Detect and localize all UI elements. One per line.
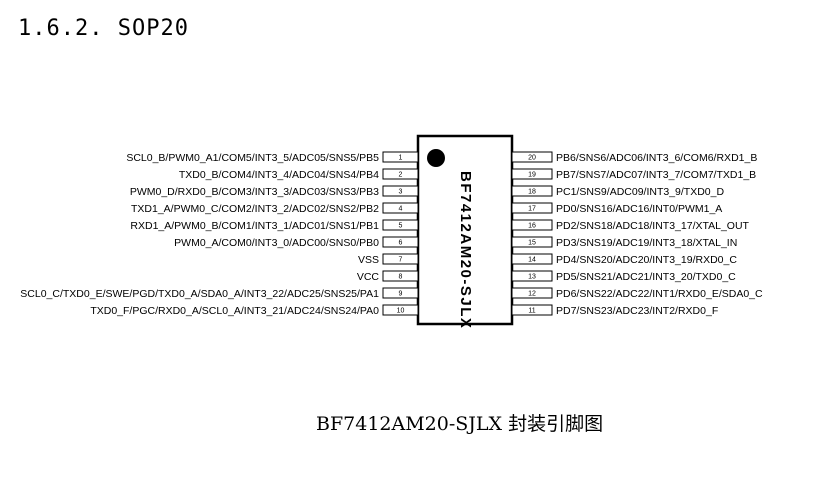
pin-label: TXD1_A/PWM0_C/COM2/INT3_2/ADC02/SNS2/PB2 — [131, 203, 379, 215]
pin-label: PD0/SNS16/ADC16/INT0/PWM1_A — [556, 203, 722, 215]
chip-name: BF7412AM20-SJLX — [457, 171, 474, 329]
pin-number: 14 — [528, 257, 536, 264]
pin-lead — [382, 270, 419, 282]
pin-number: 12 — [528, 291, 536, 298]
left-pin: 6 PWM0_A/COM0/INT3_0/ADC00/SNS0/PB0 — [174, 236, 419, 249]
pin-label: PC1/SNS9/ADC09/INT3_9/TXD0_D — [556, 186, 724, 198]
right-pin: 19 PB7/SNS7/ADC07/INT3_7/COM7/TXD1_B — [511, 168, 756, 181]
right-pin: 13 PD5/SNS21/ADC21/INT3_20/TXD0_C — [511, 270, 736, 283]
pin-label: TXD0_F/PGC/RXD0_A/SCL0_A/INT3_21/ADC24/S… — [90, 305, 379, 317]
right-pin: 12 PD6/SNS22/ADC22/INT1/RXD0_E/SDA0_C — [511, 287, 763, 300]
pin-lead — [511, 236, 553, 248]
pin-lead — [382, 185, 419, 197]
pin-label: VCC — [357, 271, 380, 283]
pin-lead — [511, 168, 553, 180]
pin-number: 19 — [528, 172, 536, 179]
figure-caption: BF7412AM20-SJLX 封装引脚图 — [316, 413, 604, 435]
pin-lead — [511, 270, 553, 282]
pin-number: 16 — [528, 223, 536, 230]
pin-label: PD4/SNS20/ADC20/INT3_19/RXD0_C — [556, 254, 737, 266]
pin-lead — [382, 287, 419, 299]
pin-label: VSS — [358, 254, 379, 266]
right-pin: 16 PD2/SNS18/ADC18/INT3_17/XTAL_OUT — [511, 219, 750, 232]
pin-lead — [382, 151, 419, 163]
left-pin: 10 TXD0_F/PGC/RXD0_A/SCL0_A/INT3_21/ADC24… — [90, 304, 419, 317]
pin-lead — [511, 185, 553, 197]
pin-lead — [382, 219, 419, 231]
pin-number: 3 — [399, 189, 403, 196]
pin-label: PB6/SNS6/ADC06/INT3_6/COM6/RXD1_B — [556, 152, 757, 164]
left-pin: 4 TXD1_A/PWM0_C/COM2/INT3_2/ADC02/SNS2/PB… — [131, 202, 419, 215]
left-pin: 9 SCL0_C/TXD0_E/SWE/PGD/TXD0_A/SDA0_A/INT… — [20, 287, 419, 300]
pin-label: RXD1_A/PWM0_B/COM1/INT3_1/ADC01/SNS1/PB1 — [130, 220, 379, 232]
pin-lead — [511, 304, 553, 316]
pin-lead — [382, 304, 419, 316]
pin-number: 6 — [399, 240, 403, 247]
section-heading: 1.6.2. SOP20 — [18, 16, 189, 41]
pin-lead — [511, 202, 553, 214]
left-pin: 8 VCC — [357, 270, 419, 283]
pin-number: 15 — [528, 240, 536, 247]
pin-number: 4 — [399, 206, 403, 213]
pin-lead — [382, 202, 419, 214]
pin-number: 9 — [399, 291, 403, 298]
pin-number: 1 — [399, 155, 403, 162]
pin-number: 18 — [528, 189, 536, 196]
pin-label: SCL0_C/TXD0_E/SWE/PGD/TXD0_A/SDA0_A/INT3… — [20, 288, 379, 300]
pin-number: 10 — [397, 308, 405, 315]
pin-number: 13 — [528, 274, 536, 281]
pin-number: 11 — [528, 308, 535, 315]
pin-label: PD5/SNS21/ADC21/INT3_20/TXD0_C — [556, 271, 736, 283]
pin-lead — [382, 253, 419, 265]
pin-number: 7 — [399, 257, 403, 264]
pin1-marker-dot — [427, 149, 445, 167]
pin-lead — [511, 253, 553, 265]
left-pin: 7 VSS — [358, 253, 419, 266]
right-pin: 20 PB6/SNS6/ADC06/INT3_6/COM6/RXD1_B — [511, 151, 757, 164]
pin-lead — [511, 219, 553, 231]
left-pin: 3 PWM0_D/RXD0_B/COM3/INT3_3/ADC03/SNS3/PB… — [130, 185, 419, 198]
pin-number: 8 — [399, 274, 403, 281]
pin-number: 5 — [399, 223, 403, 230]
pin-label: PWM0_D/RXD0_B/COM3/INT3_3/ADC03/SNS3/PB3 — [130, 186, 379, 198]
pin-number: 17 — [528, 206, 536, 213]
pin-lead — [511, 287, 553, 299]
right-pin: 18 PC1/SNS9/ADC09/INT3_9/TXD0_D — [511, 185, 724, 198]
left-pin: 2 TXD0_B/COM4/INT3_4/ADC04/SNS4/PB4 — [179, 168, 419, 181]
chip-body — [416, 134, 514, 326]
pin-label: PD7/SNS23/ADC23/INT2/RXD0_F — [556, 305, 718, 317]
right-pin: 14 PD4/SNS20/ADC20/INT3_19/RXD0_C — [511, 253, 737, 266]
pin-label: PD6/SNS22/ADC22/INT1/RXD0_E/SDA0_C — [556, 288, 763, 300]
right-pin: 17 PD0/SNS16/ADC16/INT0/PWM1_A — [511, 202, 722, 215]
pin-label: PD2/SNS18/ADC18/INT3_17/XTAL_OUT — [556, 220, 750, 232]
pin-lead — [382, 168, 419, 180]
pin-label: TXD0_B/COM4/INT3_4/ADC04/SNS4/PB4 — [179, 169, 379, 181]
left-pins: 1 SCL0_B/PWM0_A1/COM5/INT3_5/ADC05/SNS5/P… — [20, 151, 419, 317]
right-pins: 20 PB6/SNS6/ADC06/INT3_6/COM6/RXD1_B 19 PB7… — [511, 151, 763, 317]
left-pin: 5 RXD1_A/PWM0_B/COM1/INT3_1/ADC01/SNS1/PB… — [130, 219, 419, 232]
right-pin: 11 PD7/SNS23/ADC23/INT2/RXD0_F — [511, 304, 718, 317]
pin-label: PB7/SNS7/ADC07/INT3_7/COM7/TXD1_B — [556, 169, 756, 181]
pin-number: 2 — [399, 172, 403, 179]
pin-lead — [511, 151, 553, 163]
left-pin: 1 SCL0_B/PWM0_A1/COM5/INT3_5/ADC05/SNS5/P… — [126, 151, 419, 164]
pin-lead — [382, 236, 419, 248]
pin-number: 20 — [528, 155, 536, 162]
pin-label: PWM0_A/COM0/INT3_0/ADC00/SNS0/PB0 — [174, 237, 379, 249]
pin-label: SCL0_B/PWM0_A1/COM5/INT3_5/ADC05/SNS5/PB… — [126, 152, 379, 164]
pin-label: PD3/SNS19/ADC19/INT3_18/XTAL_IN — [556, 237, 737, 249]
right-pin: 15 PD3/SNS19/ADC19/INT3_18/XTAL_IN — [511, 236, 737, 249]
